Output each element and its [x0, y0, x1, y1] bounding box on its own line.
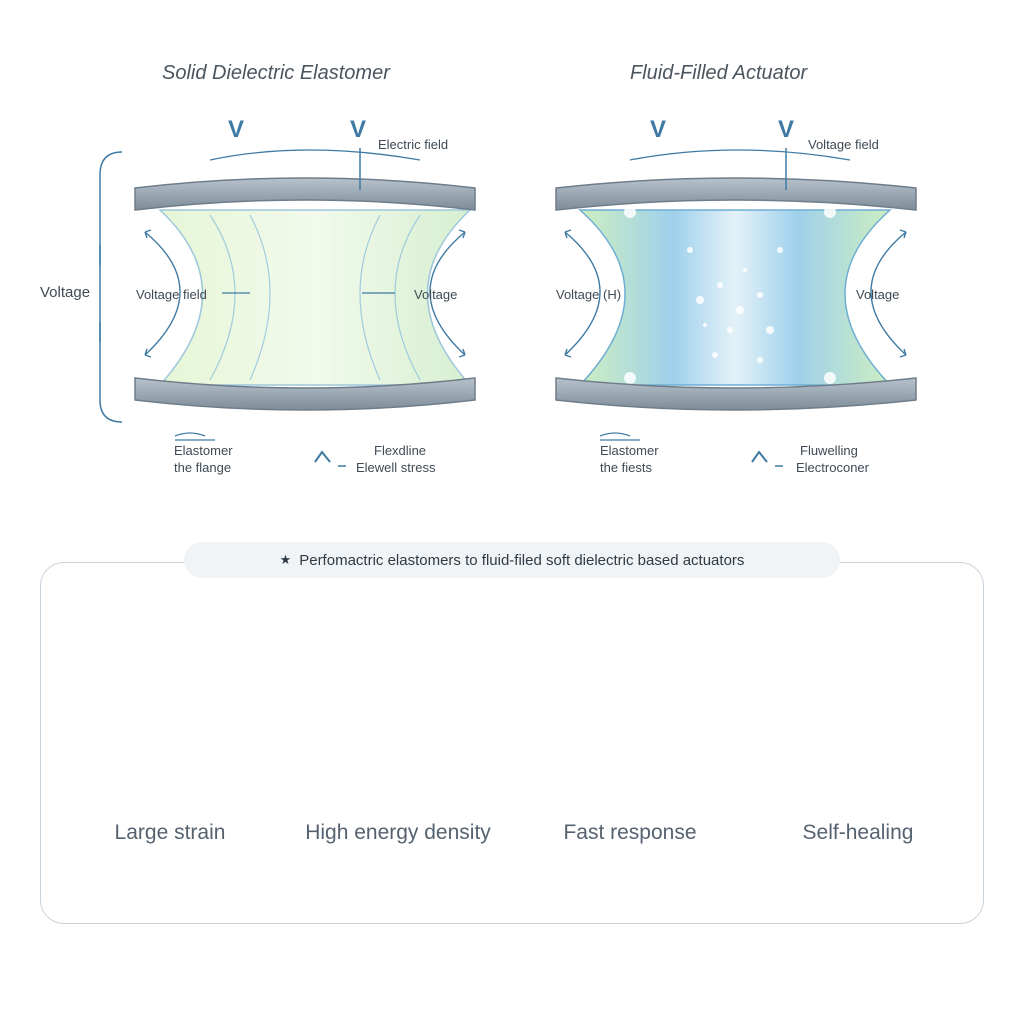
- feature-label-self-healing: Self-healing: [802, 821, 914, 844]
- solid-side-outer-label: Voltage: [40, 284, 91, 301]
- solid-v-mark-left: V: [228, 116, 245, 143]
- fluid-bottom-right-label-2: Electroconer: [796, 460, 869, 475]
- features-card: [40, 562, 984, 924]
- fluid-actuator-graphic: [555, 148, 917, 467]
- solid-left-inner-label: Voltage field: [136, 287, 207, 302]
- solid-bottom-right-label-1: Flexdline: [374, 443, 427, 458]
- solid-panel-title: Solid Dielectric Elastomer: [162, 62, 390, 84]
- feature-label-energy-density: High energy density: [305, 821, 491, 844]
- feature-label-large-strain: Large strain: [114, 821, 226, 844]
- solid-top-label: Electric field: [378, 137, 449, 152]
- fluid-bottom-left-label-1: Elastomer: [600, 443, 659, 458]
- fluid-v-mark-right: V: [778, 116, 795, 143]
- fluid-bottom-left-label-2: the fiests: [600, 460, 653, 475]
- summary-banner: ★ Perfomactric elastomers to fluid-filed…: [184, 542, 840, 578]
- solid-bottom-right-label-2: Elewell stress: [356, 460, 436, 475]
- solid-right-inner-label: Voltage: [414, 287, 458, 302]
- summary-banner-text: Perfomactric elastomers to fluid-filed s…: [299, 551, 745, 569]
- star-badge-icon: ★: [279, 552, 292, 567]
- solid-v-mark-right: V: [350, 116, 367, 143]
- feature-label-fast-response: Fast response: [563, 821, 697, 844]
- fluid-right-inner-label: Voltage: [856, 287, 900, 302]
- solid-actuator-graphic: [99, 148, 476, 467]
- fluid-left-inner-label: Voltage (H): [556, 287, 622, 302]
- fluid-panel-title: Fluid-Filled Actuator: [630, 62, 808, 84]
- fluid-bottom-right-label-1: Fluwelling: [800, 443, 858, 458]
- fluid-top-label: Voltage field: [808, 137, 879, 152]
- solid-bottom-left-label-2: the flange: [174, 460, 232, 475]
- fluid-v-mark-left: V: [650, 116, 667, 143]
- solid-bottom-left-label-1: Elastomer: [174, 443, 233, 458]
